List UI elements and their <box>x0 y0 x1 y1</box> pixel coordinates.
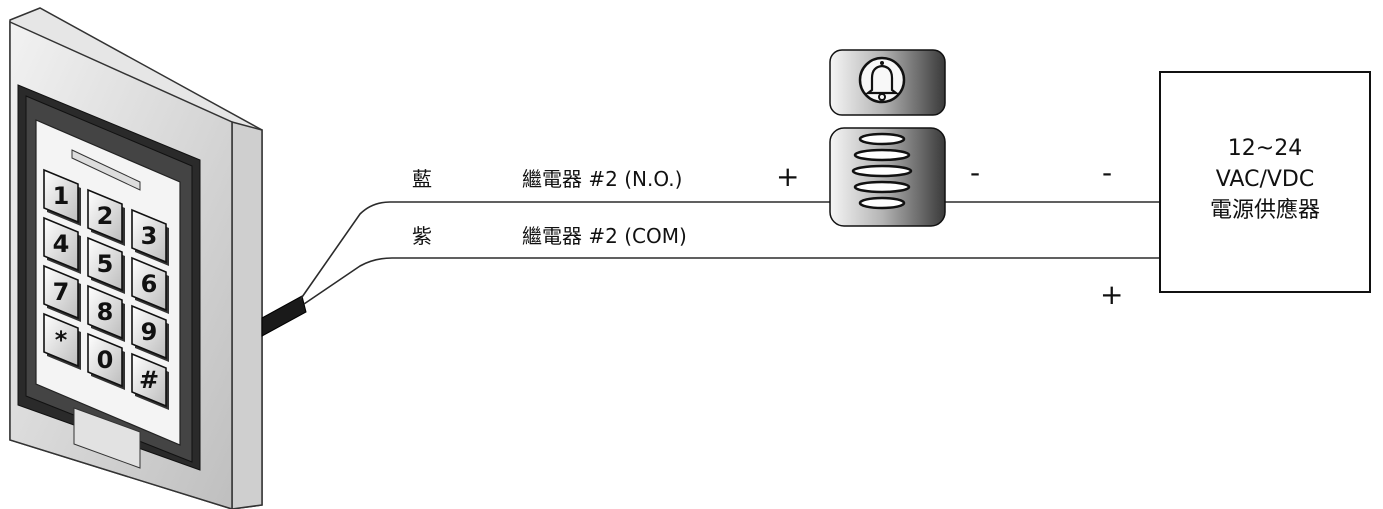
keypad-key-7[interactable]: 7 <box>43 264 81 322</box>
keypad-key-label: 3 <box>141 222 158 250</box>
cable-exit <box>261 295 307 337</box>
keypad-key-6[interactable]: 6 <box>131 256 169 314</box>
keypad-key-label: 2 <box>97 202 114 230</box>
power-supply-minus-label: - <box>1102 156 1112 189</box>
wire-purple-com <box>303 257 1160 305</box>
keypad-keys: 123 456 789 * 0 # <box>43 168 169 410</box>
bell-icon <box>858 56 906 104</box>
wire-purple-function-label: 繼電器 #2 (COM) <box>522 224 687 248</box>
keypad-key-label: 1 <box>53 182 70 210</box>
power-supply-plus-label: + <box>1100 278 1123 311</box>
keypad-key-label: 4 <box>53 230 70 258</box>
wires <box>299 201 1160 305</box>
doorbell <box>829 49 946 227</box>
wire-blue-function-label: 繼電器 #2 (N.O.) <box>522 167 682 191</box>
keypad-key-8[interactable]: 8 <box>87 284 125 342</box>
keypad-key-label: 6 <box>141 270 158 298</box>
keypad-key-5[interactable]: 5 <box>87 236 125 294</box>
bell-plus-label: + <box>776 160 799 193</box>
keypad-key-label: 0 <box>97 346 114 374</box>
keypad-key-label: 5 <box>97 250 114 278</box>
keypad-key-label: 7 <box>53 278 70 306</box>
power-supply-type: VAC/VDC <box>1216 167 1314 192</box>
keypad-key-4[interactable]: 4 <box>43 216 81 274</box>
keypad-key-hash[interactable]: # <box>131 352 169 410</box>
keypad-key-label: * <box>55 326 68 354</box>
keypad-key-label: 8 <box>97 298 114 326</box>
keypad-key-star[interactable]: * <box>43 312 81 370</box>
keypad-key-label: 9 <box>141 318 158 346</box>
wire-purple-color-label: 紫 <box>412 224 432 248</box>
bell-minus-label: - <box>970 156 980 189</box>
keypad-key-0[interactable]: 0 <box>87 332 125 390</box>
power-supply-voltage: 12~24 <box>1228 136 1302 161</box>
keypad-key-3[interactable]: 3 <box>131 208 169 266</box>
power-supply-box <box>1159 71 1371 293</box>
wire-blue-no <box>299 201 830 301</box>
wire-blue-color-label: 藍 <box>412 167 432 191</box>
keypad-key-1[interactable]: 1 <box>43 168 81 226</box>
keypad-key-label: # <box>139 366 159 394</box>
keypad-key-9[interactable]: 9 <box>131 304 169 362</box>
speaker-grille-icon <box>851 132 913 210</box>
power-supply-name: 電源供應器 <box>1210 197 1320 223</box>
keypad-key-2[interactable]: 2 <box>87 188 125 246</box>
